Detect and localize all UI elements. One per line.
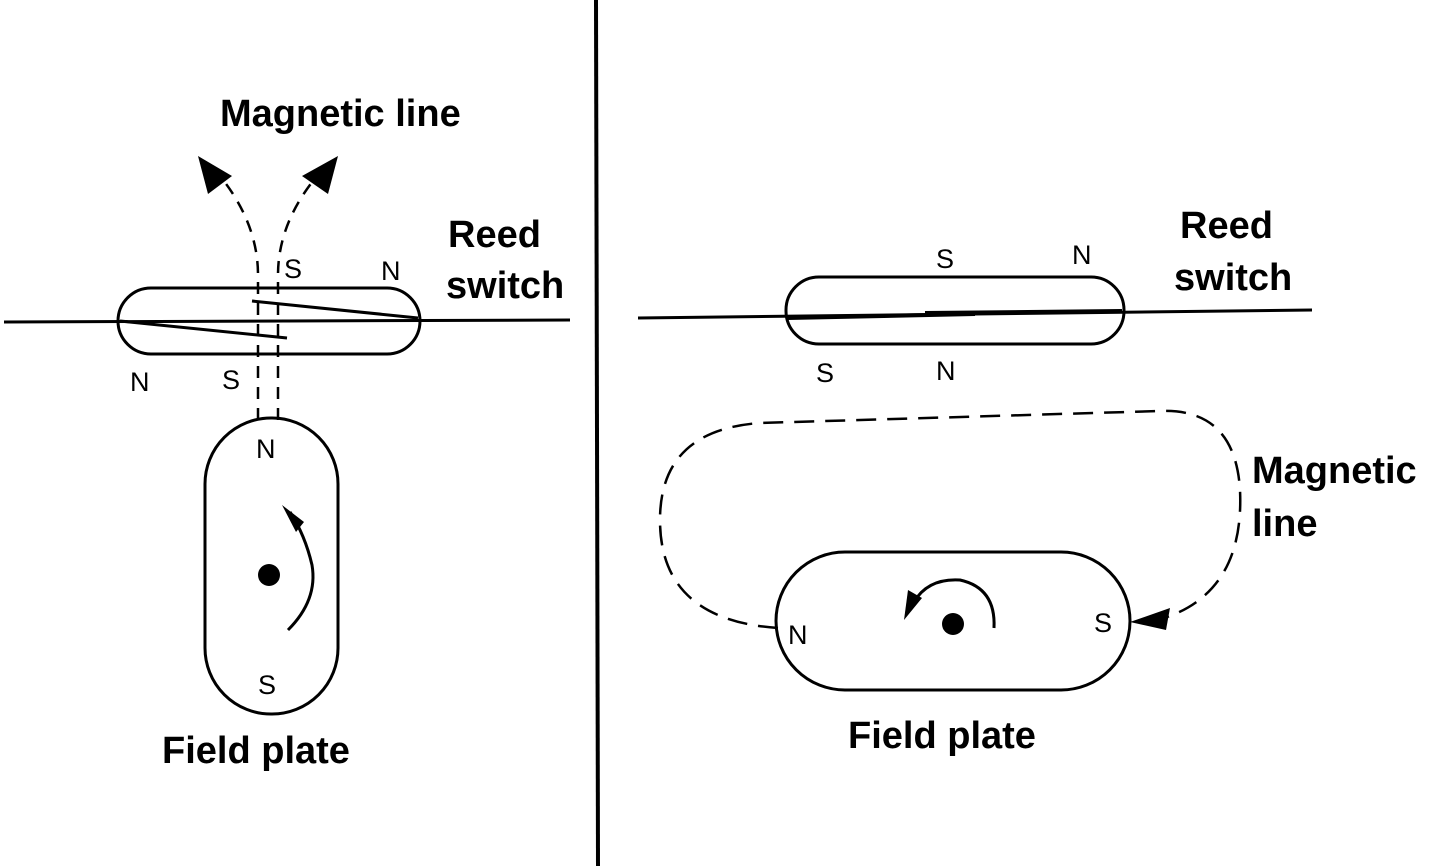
right-magnetic-arrowhead [1130,608,1170,630]
right-field-plate [774,550,1132,692]
right-rotation-arrow [912,578,996,629]
right-field-plate-label: Field plate [848,715,1036,757]
right-reed-contact-upper [924,309,1123,315]
left-reed-pole-lower-left: N [130,367,150,397]
left-panel: Magnetic line Reed switch S N N S N S Fi… [3,93,571,772]
left-reed-pole-lower-right: S [222,365,240,395]
right-plate-pole-left: N [788,620,808,650]
left-field-plate-pivot [258,564,280,586]
right-reed-pole-upper-left: S [936,244,954,274]
left-magnetic-arrow-2 [302,156,338,194]
left-reed-wire [3,318,571,324]
left-reed-pole-upper-right: N [381,256,401,286]
left-plate-pole-bottom: S [258,670,276,700]
right-magnetic-line-label-line2: line [1252,503,1317,545]
right-panel: Reed switch S N S N Magnetic line N S Fi… [637,205,1417,757]
left-magnetic-arrow-1 [198,156,232,194]
right-reed-pole-lower-left: S [816,358,834,388]
right-reed-label-line1: Reed [1180,205,1273,247]
left-magnetic-line-2 [276,169,323,420]
panel-divider [594,0,600,866]
left-field-plate-label: Field plate [162,730,350,772]
right-reed-label-line2: switch [1174,257,1292,299]
right-rotation-arrowhead [904,590,922,620]
left-reed-label-line2: switch [446,265,564,307]
left-reed-label-line1: Reed [448,214,541,256]
left-reed-pole-upper-left: S [284,254,302,284]
right-magnetic-line-label-line1: Magnetic [1252,450,1417,492]
right-magnetic-line-loop [658,409,1242,630]
left-reed-contact-lower [119,319,288,340]
left-rotation-arrowhead [282,505,304,532]
left-field-plate [203,416,340,716]
right-reed-pole-lower-right: N [936,356,956,386]
left-magnetic-line-label: Magnetic line [220,93,461,135]
left-magnetic-line-1 [214,169,260,420]
right-plate-pole-right: S [1094,608,1112,638]
left-reed-envelope [116,286,422,356]
right-reed-pole-upper-right: N [1072,240,1092,270]
left-rotation-arrow [286,511,315,632]
right-field-plate-pivot [942,613,964,635]
left-reed-contact-upper [251,299,419,320]
left-plate-pole-top: N [256,434,276,464]
right-reed-envelope [784,275,1126,346]
